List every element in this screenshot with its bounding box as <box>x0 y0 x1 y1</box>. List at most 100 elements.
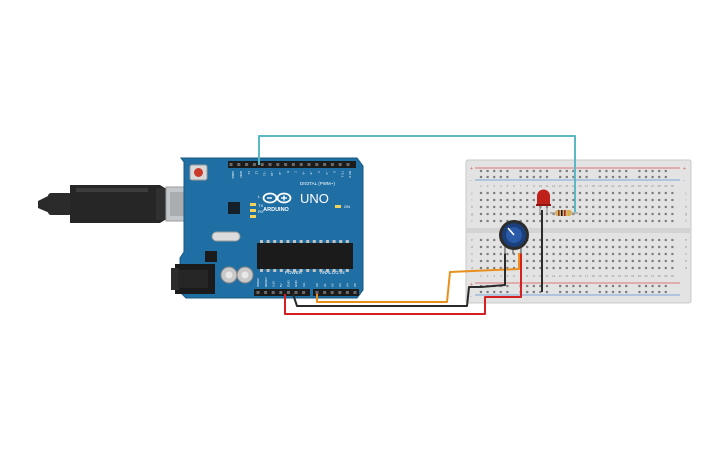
rail-hole[interactable] <box>651 169 654 173</box>
rail-hole[interactable] <box>559 284 562 288</box>
breadboard-hole[interactable] <box>486 205 489 209</box>
breadboard-hole[interactable] <box>479 212 483 216</box>
breadboard-hole[interactable] <box>512 198 516 202</box>
rail-hole[interactable] <box>493 169 496 173</box>
breadboard-hole[interactable] <box>651 191 654 195</box>
analog-pin-hole[interactable] <box>338 291 342 294</box>
rail-hole[interactable] <box>519 169 522 173</box>
breadboard-hole[interactable] <box>512 259 516 263</box>
breadboard-hole[interactable] <box>572 191 575 195</box>
breadboard-hole[interactable] <box>664 205 667 209</box>
breadboard-hole[interactable] <box>598 191 601 195</box>
breadboard-hole[interactable] <box>658 238 661 242</box>
breadboard-hole[interactable] <box>585 219 588 223</box>
breadboard-hole[interactable] <box>638 238 641 242</box>
rail-hole[interactable] <box>625 169 628 173</box>
breadboard-hole[interactable] <box>552 205 555 209</box>
breadboard-hole[interactable] <box>598 205 601 209</box>
rail-hole[interactable] <box>565 290 568 294</box>
breadboard-hole[interactable] <box>552 212 555 216</box>
breadboard-hole[interactable] <box>539 259 542 263</box>
breadboard-hole[interactable] <box>585 252 588 256</box>
breadboard-hole[interactable] <box>519 219 522 223</box>
breadboard-hole[interactable] <box>572 252 575 256</box>
breadboard-hole[interactable] <box>499 259 502 263</box>
digital-pin-hole[interactable] <box>260 163 264 166</box>
rail-hole[interactable] <box>506 169 509 173</box>
breadboard-hole[interactable] <box>625 198 628 202</box>
breadboard-hole[interactable] <box>664 219 667 223</box>
breadboard-hole[interactable] <box>506 205 509 209</box>
breadboard-hole[interactable] <box>565 252 568 256</box>
rail-hole[interactable] <box>559 169 562 173</box>
rail-hole[interactable] <box>611 284 615 288</box>
rail-hole[interactable] <box>598 169 601 173</box>
breadboard-hole[interactable] <box>506 252 509 256</box>
breadboard-hole[interactable] <box>559 205 562 209</box>
analog-pin-hole[interactable] <box>323 291 327 294</box>
breadboard-hole[interactable] <box>611 198 615 202</box>
breadboard-hole[interactable] <box>572 266 575 270</box>
rail-hole[interactable] <box>651 284 654 288</box>
breadboard-hole[interactable] <box>651 198 654 202</box>
breadboard-hole[interactable] <box>506 198 509 202</box>
breadboard-hole[interactable] <box>486 252 489 256</box>
breadboard-hole[interactable] <box>605 252 608 256</box>
rail-hole[interactable] <box>493 290 496 294</box>
breadboard-hole[interactable] <box>565 259 568 263</box>
power-pin-hole[interactable] <box>279 291 283 294</box>
rail-hole[interactable] <box>539 169 542 173</box>
breadboard-hole[interactable] <box>658 266 661 270</box>
breadboard-hole[interactable] <box>664 259 667 263</box>
breadboard-hole[interactable] <box>671 212 674 216</box>
breadboard-hole[interactable] <box>651 205 654 209</box>
rail-hole[interactable] <box>559 290 562 294</box>
breadboard-hole[interactable] <box>631 238 634 242</box>
rail-hole[interactable] <box>625 290 628 294</box>
breadboard-hole[interactable] <box>605 219 608 223</box>
breadboard-hole[interactable] <box>532 205 535 209</box>
analog-pin-hole[interactable] <box>353 291 357 294</box>
breadboard-hole[interactable] <box>638 245 641 249</box>
breadboard-hole[interactable] <box>658 205 661 209</box>
rail-hole[interactable] <box>545 169 549 173</box>
breadboard-hole[interactable] <box>618 212 621 216</box>
breadboard-hole[interactable] <box>592 219 595 223</box>
breadboard-hole[interactable] <box>644 259 648 263</box>
rail-hole[interactable] <box>565 284 568 288</box>
rail-hole[interactable] <box>618 284 621 288</box>
breadboard-hole[interactable] <box>658 219 661 223</box>
breadboard-hole[interactable] <box>631 266 634 270</box>
analog-pin-hole[interactable] <box>315 291 319 294</box>
rail-hole[interactable] <box>638 290 641 294</box>
rail-hole[interactable] <box>506 175 509 179</box>
breadboard-hole[interactable] <box>532 198 535 202</box>
breadboard[interactable]: + - + - + - 1122334455667788991010111112… <box>465 159 692 304</box>
breadboard-hole[interactable] <box>658 259 661 263</box>
digital-pin-hole[interactable] <box>323 163 327 166</box>
breadboard-hole[interactable] <box>519 198 522 202</box>
breadboard-hole[interactable] <box>618 198 621 202</box>
rail-hole[interactable] <box>499 169 502 173</box>
breadboard-hole[interactable] <box>479 205 483 209</box>
breadboard-hole[interactable] <box>618 266 621 270</box>
breadboard-hole[interactable] <box>631 212 634 216</box>
rail-hole[interactable] <box>486 290 489 294</box>
breadboard-hole[interactable] <box>493 212 496 216</box>
rail-hole[interactable] <box>545 175 549 179</box>
rail-hole[interactable] <box>605 284 608 288</box>
breadboard-hole[interactable] <box>658 245 661 249</box>
rail-hole[interactable] <box>532 290 535 294</box>
breadboard-hole[interactable] <box>598 219 601 223</box>
breadboard-hole[interactable] <box>499 191 502 195</box>
breadboard-hole[interactable] <box>506 219 509 223</box>
breadboard-hole[interactable] <box>664 212 667 216</box>
rail-hole[interactable] <box>585 175 588 179</box>
rail-hole[interactable] <box>526 169 529 173</box>
breadboard-hole[interactable] <box>479 238 483 242</box>
breadboard-hole[interactable] <box>651 212 654 216</box>
rail-hole[interactable] <box>618 290 621 294</box>
breadboard-hole[interactable] <box>479 198 483 202</box>
breadboard-hole[interactable] <box>644 212 648 216</box>
rail-hole[interactable] <box>526 175 529 179</box>
